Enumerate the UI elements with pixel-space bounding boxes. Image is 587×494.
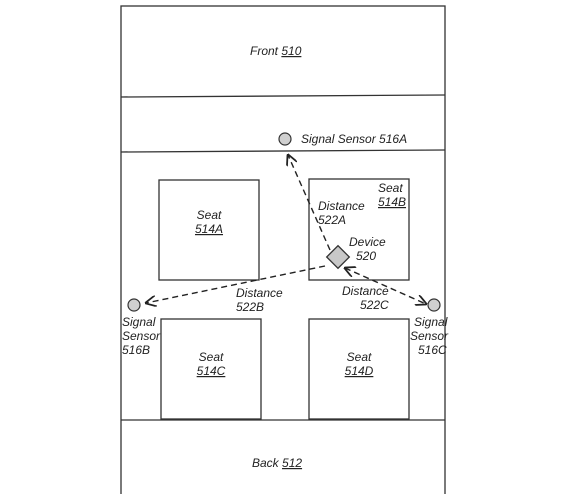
- sensor-label-line1: Signal: [122, 315, 156, 329]
- seat-514a: Seat 514A: [158, 179, 260, 281]
- sensor-icon: [127, 298, 141, 312]
- sensor-label-line3: 516B: [122, 343, 150, 357]
- distance-ref: 522C: [360, 298, 389, 312]
- seat-label: Seat: [197, 208, 222, 222]
- seat-ref: 514C: [197, 364, 226, 378]
- seat-ref: 514A: [195, 222, 223, 236]
- seat-label: Seat: [199, 350, 224, 364]
- distance-label: Distance: [342, 284, 389, 298]
- seat-label: Seat: [378, 181, 403, 195]
- device-icon: [325, 244, 351, 270]
- signal-sensor-516c: Signal Sensor 516C: [410, 298, 449, 357]
- signal-sensor-516a: Signal Sensor 516A: [278, 132, 407, 146]
- signal-sensor-516b: Signal Sensor 516B: [122, 298, 161, 357]
- seat-514d: Seat 514D: [308, 318, 410, 420]
- distance-522c: Distance 522C: [342, 284, 389, 312]
- device-label: Device: [349, 235, 386, 249]
- distance-522c-arrow: [345, 268, 426, 304]
- back-label: Back 512: [252, 456, 302, 470]
- distance-ref: 522B: [236, 300, 264, 314]
- seat-label: Seat: [347, 350, 372, 364]
- distance-label: Distance: [318, 199, 365, 213]
- sensor-icon: [278, 132, 292, 146]
- sensor-label: Signal Sensor 516A: [301, 132, 407, 146]
- device-520: Device 520: [325, 235, 386, 270]
- cabin-top-divider: [120, 149, 446, 153]
- distance-522a-arrow: [288, 155, 331, 251]
- sensor-label-line1: Signal: [414, 315, 448, 329]
- seat-514b: Seat 514B: [308, 178, 410, 281]
- distance-label: Distance: [236, 286, 283, 300]
- sensor-label-line2: Sensor: [122, 329, 161, 343]
- vehicle-outline: [120, 5, 446, 494]
- distance-522b-arrow: [146, 265, 326, 303]
- distance-ref: 522A: [318, 213, 346, 227]
- front-label: Front 510: [250, 44, 302, 58]
- seat-ref: 514D: [345, 364, 374, 378]
- front-divider: [120, 94, 446, 98]
- distance-522a: Distance 522A: [318, 199, 365, 227]
- sensor-label-line2: Sensor: [410, 329, 449, 343]
- sensor-label-line3: 516C: [418, 343, 447, 357]
- seat-ref: 514B: [378, 195, 406, 209]
- sensor-icon: [427, 298, 441, 312]
- seat-514c: Seat 514C: [160, 318, 262, 420]
- distance-522b: Distance 522B: [236, 286, 283, 314]
- device-ref: 520: [356, 249, 376, 263]
